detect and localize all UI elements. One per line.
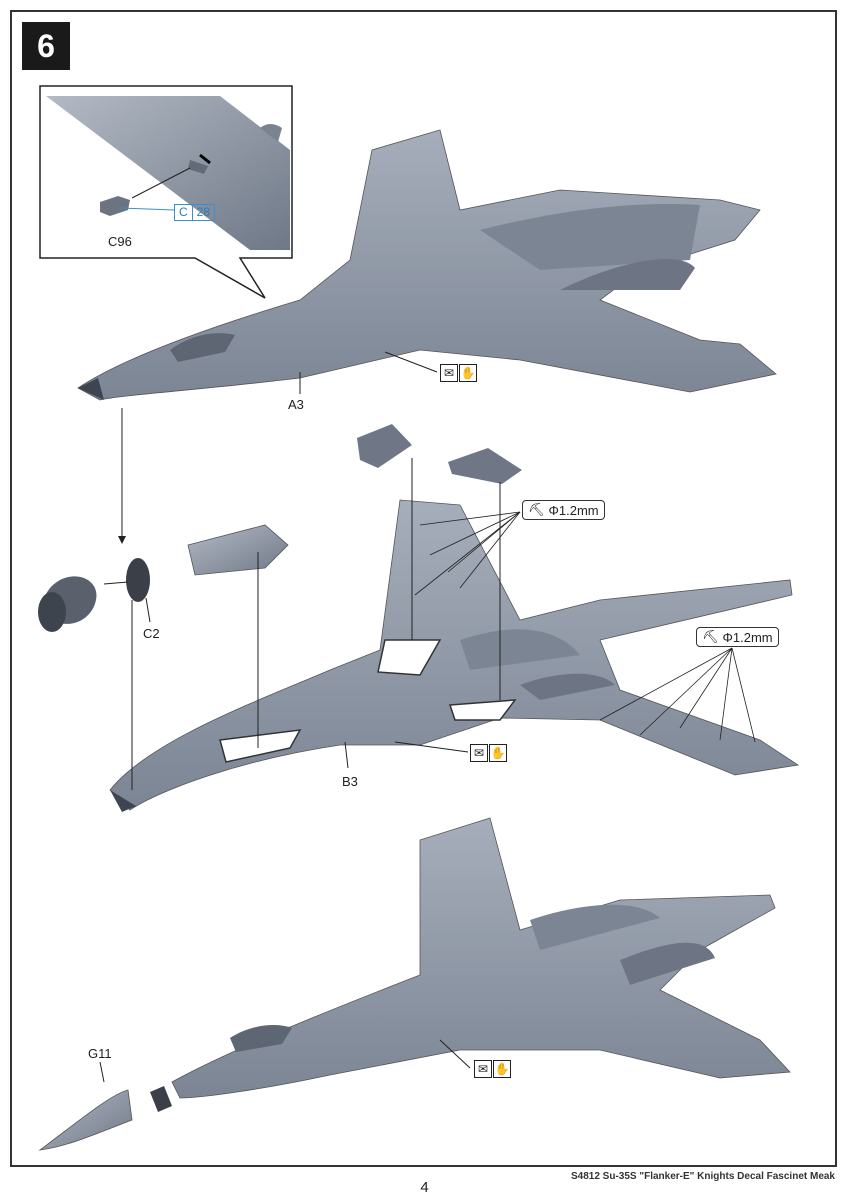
glue-symbol-middle: ✉ ✋	[470, 744, 507, 762]
drill-icon: ⛏	[528, 502, 545, 517]
part-label-c2: C2	[143, 626, 160, 641]
page-frame	[10, 10, 837, 1167]
sprue-divider	[191, 205, 193, 220]
fuselage-upper-a3	[77, 129, 777, 401]
part-label-b3: B3	[342, 774, 358, 789]
part-label-c96: C96	[108, 234, 132, 249]
glue-symbol-top: ✉ ✋	[440, 364, 477, 382]
detail-inset	[39, 85, 293, 299]
drill-callout-upper: ⛏ Φ1.2mm	[522, 500, 605, 520]
glue-tube-icon: ✉	[470, 744, 488, 762]
footer-caption: S4812 Su-35S "Flanker-E" Knights Decal F…	[570, 1171, 835, 1182]
hand-press-icon: ✋	[489, 744, 507, 762]
step-number-badge: 6	[22, 22, 70, 70]
hand-press-icon: ✋	[459, 364, 477, 382]
glue-symbol-bottom: ✉ ✋	[474, 1060, 511, 1078]
sprue-letter: C	[179, 205, 188, 219]
drill-icon: ⛏	[702, 629, 719, 644]
page-number: 4	[420, 1179, 429, 1196]
fuselage-assembled	[38, 817, 791, 1151]
glue-tube-icon: ✉	[440, 364, 458, 382]
fuselage-lower-b3	[109, 499, 800, 812]
part-label-a3: A3	[288, 397, 304, 412]
gun-bay-inserts	[187, 424, 522, 748]
glue-tube-icon: ✉	[474, 1060, 492, 1078]
hand-press-icon: ✋	[493, 1060, 511, 1078]
drill-callout-lower: ⛏ Φ1.2mm	[696, 627, 779, 647]
sprue-part-number: 28	[196, 205, 211, 219]
part-c2-assembly	[38, 408, 151, 790]
drill-hole-label: Φ1.2mm	[548, 502, 599, 518]
sprue-reference: C 28	[174, 204, 216, 221]
drill-hole-label: Φ1.2mm	[722, 629, 773, 645]
part-label-g11: G11	[88, 1046, 112, 1061]
